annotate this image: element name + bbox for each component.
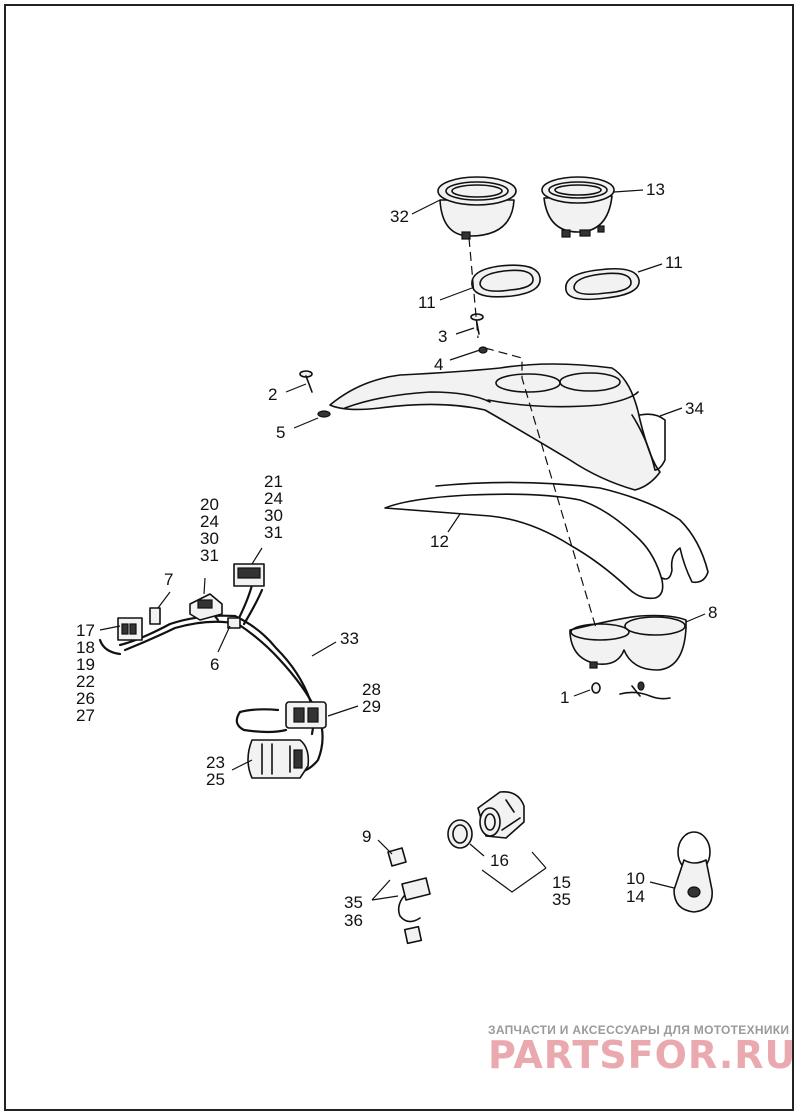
- gauge-housing: [569, 614, 687, 700]
- callout-33: 33: [340, 629, 359, 648]
- tachometer-gauge: [541, 176, 615, 238]
- watermark: ЗАПЧАСТИ И АКСЕССУАРЫ ДЛЯ МОТОТЕХНИКИ PA…: [488, 1023, 796, 1077]
- connector-20: [189, 593, 223, 621]
- ignition-switch: [477, 790, 525, 839]
- callout-8: 8: [708, 603, 717, 622]
- callout-2: 2: [268, 385, 277, 404]
- gauge-gasket-left: [471, 264, 541, 298]
- connector-17: [117, 617, 143, 641]
- callout-30-a: 30: [200, 529, 219, 548]
- callout-16: 16: [490, 851, 509, 870]
- callout-10: 10: [626, 869, 645, 888]
- callout-1: 1: [560, 688, 569, 707]
- connector-28: [285, 701, 327, 729]
- instrument-console: [329, 363, 666, 491]
- callout-19: 19: [76, 655, 95, 674]
- callout-13: 13: [646, 180, 665, 199]
- gauge-gasket-right: [565, 267, 640, 301]
- lock-plate: [387, 847, 407, 867]
- screw-1: [591, 682, 601, 694]
- ignition-bezel: [447, 819, 473, 849]
- callout-32: 32: [390, 207, 409, 226]
- connector-23: [247, 739, 310, 779]
- callout-5: 5: [276, 423, 285, 442]
- callout-7: 7: [164, 570, 173, 589]
- callout-17: 17: [76, 621, 95, 640]
- callout-31-b: 31: [264, 523, 283, 542]
- callout-27: 27: [76, 706, 95, 725]
- callout-20: 20: [200, 495, 219, 514]
- callout-14: 14: [626, 887, 645, 906]
- callout-22: 22: [76, 672, 95, 691]
- speedometer-gauge: [437, 176, 517, 240]
- connector-21: [233, 563, 265, 587]
- callout-18: 18: [76, 638, 95, 657]
- callout-23: 23: [206, 753, 225, 772]
- callout-30-b: 30: [264, 506, 283, 525]
- callout-35-a: 35: [344, 893, 363, 912]
- callout-24-b: 24: [264, 489, 283, 508]
- connector-7: [149, 607, 161, 625]
- callout-4: 4: [434, 355, 443, 374]
- callout-15: 15: [552, 873, 571, 892]
- callout-9: 9: [362, 827, 371, 846]
- callout-12: 12: [430, 532, 449, 551]
- callout-34: 34: [685, 399, 704, 418]
- callout-36: 36: [344, 911, 363, 930]
- callout-11-right: 11: [665, 253, 683, 272]
- callout-29: 29: [362, 697, 381, 716]
- watermark-brand: PARTSFOR.RU: [488, 1033, 796, 1077]
- screw-2: [299, 370, 313, 393]
- key-fob: [673, 831, 713, 913]
- callout-25: 25: [206, 770, 225, 789]
- console-trim-gasket: [384, 481, 709, 600]
- connector-6: [227, 617, 241, 629]
- callout-labels: 32 13 11 11 3 4 2 5 34 12 8 1 21 24 30 3…: [76, 180, 717, 930]
- diagram-frame: [4, 4, 794, 1111]
- callout-28: 28: [362, 680, 381, 699]
- clip-5: [317, 410, 331, 418]
- callout-24-a: 24: [200, 512, 219, 531]
- callout-31-a: 31: [200, 546, 219, 565]
- callout-3: 3: [438, 327, 447, 346]
- fork-lock-key: [397, 877, 431, 945]
- callout-21: 21: [264, 472, 283, 491]
- watermark-tagline: ЗАПЧАСТИ И АКСЕССУАРЫ ДЛЯ МОТОТЕХНИКИ: [488, 1023, 789, 1037]
- callout-35-b: 35: [552, 890, 571, 909]
- callout-26: 26: [76, 689, 95, 708]
- callout-6: 6: [210, 655, 219, 674]
- callout-11-left: 11: [418, 293, 436, 312]
